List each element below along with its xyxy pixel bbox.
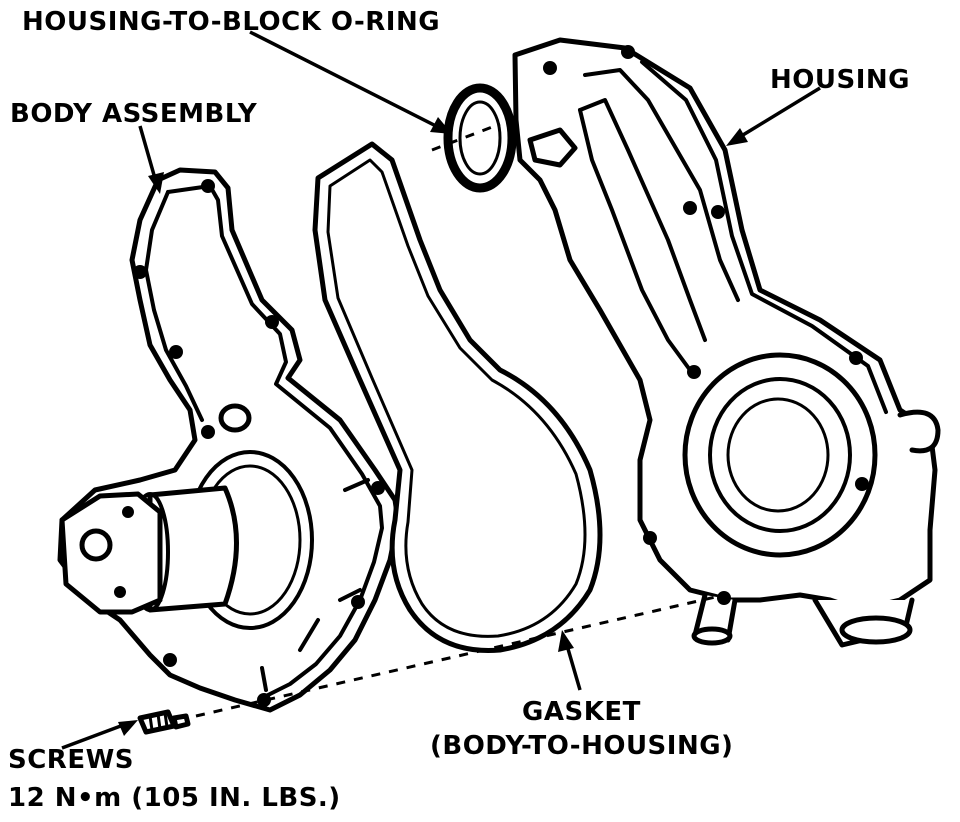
label-body-assembly: BODY ASSEMBLY bbox=[10, 99, 258, 129]
o-ring-part bbox=[443, 83, 517, 193]
leader-lines bbox=[61, 30, 821, 750]
label-housing: HOUSING bbox=[770, 65, 910, 95]
body-assembly-part bbox=[57, 167, 401, 713]
housing-part bbox=[512, 37, 941, 648]
label-screws-torque: 12 N•m (105 IN. LBS.) bbox=[8, 783, 341, 813]
label-screws: SCREWS bbox=[8, 745, 134, 775]
screw-part bbox=[137, 709, 191, 735]
gasket-part bbox=[312, 141, 603, 653]
label-gasket-subtitle: (BODY-TO-HOUSING) bbox=[430, 731, 733, 761]
label-gasket: GASKET bbox=[522, 697, 641, 727]
label-o-ring: HOUSING-TO-BLOCK O-RING bbox=[22, 7, 440, 37]
